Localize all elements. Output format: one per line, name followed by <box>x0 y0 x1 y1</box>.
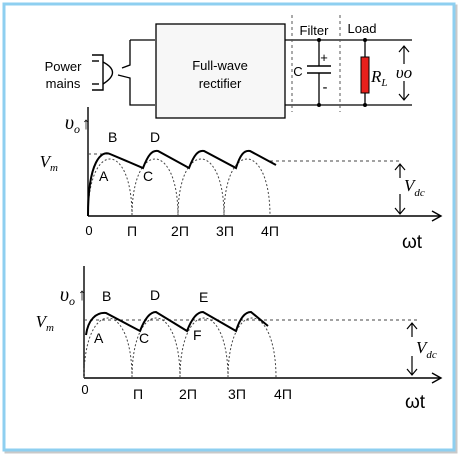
output-voltage-arrow <box>398 45 410 101</box>
capacitor-minus: - <box>323 79 328 96</box>
graph1-dc-label: Vdc <box>404 176 425 199</box>
graph1-arches <box>87 158 271 217</box>
graph2-point-a: A <box>94 330 104 346</box>
graph2-arches <box>83 317 277 379</box>
plug-icon <box>92 54 114 91</box>
graph1-point-a: A <box>99 168 109 184</box>
graph2-tick-3pi: 3Π <box>228 386 246 402</box>
graph1-tick-4pi: 4Π <box>261 223 279 239</box>
graph1-point-d: D <box>150 129 160 145</box>
power-label-line1: Power <box>45 59 83 74</box>
graph2-dc-label: Vdc <box>416 338 437 361</box>
graph1-ripple-waveform <box>87 149 277 217</box>
graph2-dc-arrow <box>406 322 418 376</box>
graph2-x-arrow <box>431 372 443 384</box>
rectifier-label-line1: Full-wave <box>192 58 248 73</box>
graph1-x-label: ωt <box>402 232 423 253</box>
input-wire-top <box>121 40 131 69</box>
graph1-point-b: B <box>108 129 117 145</box>
graph1-x-arrow <box>431 210 443 222</box>
graph1-tick-0: 0 <box>85 223 92 238</box>
graph2-point-e: E <box>199 289 208 305</box>
graph2-point-d: D <box>150 287 160 303</box>
graph1-peak-label: Vm <box>40 152 58 174</box>
graph1-point-c: C <box>143 168 153 184</box>
capacitor-label: C <box>293 64 302 79</box>
graph1-tick-pi: Π <box>127 223 137 239</box>
graph2-point-b: B <box>102 288 111 304</box>
resistor-label: RL <box>370 67 388 89</box>
graph2-tick-0: 0 <box>81 382 88 397</box>
filter-label: Filter <box>300 23 330 38</box>
graph2-tick-4pi: 4Π <box>274 386 292 402</box>
resistor <box>360 38 370 107</box>
graph2-tick-2pi: 2Π <box>179 386 197 402</box>
rectifier-label-line2: rectifier <box>199 76 242 91</box>
load-label: Load <box>348 21 377 36</box>
graph2-ripple-waveform <box>85 310 269 336</box>
graph1-dc-arrow <box>394 163 406 215</box>
graph2-y-label: υo <box>60 284 75 308</box>
circuit-block: Power mains Full-wave rectifier Filter L… <box>45 15 412 119</box>
graph2-peak-label: Vm <box>36 312 54 334</box>
rectifier-box <box>155 23 286 119</box>
capacitor <box>307 38 331 107</box>
input-wire-bottom <box>117 74 155 106</box>
graph2-x-label: ωt <box>405 392 426 413</box>
graph2-point-f: F <box>193 327 202 343</box>
graph1-tick-2pi: 2Π <box>171 223 189 239</box>
graph1-y-label: υo <box>65 112 80 136</box>
graph-2: υo ↑ Vm Vdc A B C D E F 0 Π 2Π 3Π 4Π ωt <box>36 266 443 413</box>
graph2-y-arrow: ↑ <box>78 285 87 304</box>
graph2-point-c: C <box>139 330 149 346</box>
graph-1: υo ↑ Vm Vdc A B C D 0 Π 2Π 3Π 4Π ωt <box>40 107 443 253</box>
power-label-line2: mains <box>46 76 81 91</box>
graph1-y-arrow: ↑ <box>82 114 91 133</box>
output-voltage-label: υo <box>396 63 412 82</box>
graph1-tick-3pi: 3Π <box>216 223 234 239</box>
capacitor-plus: + <box>320 50 328 65</box>
graph2-tick-pi: Π <box>133 386 143 402</box>
